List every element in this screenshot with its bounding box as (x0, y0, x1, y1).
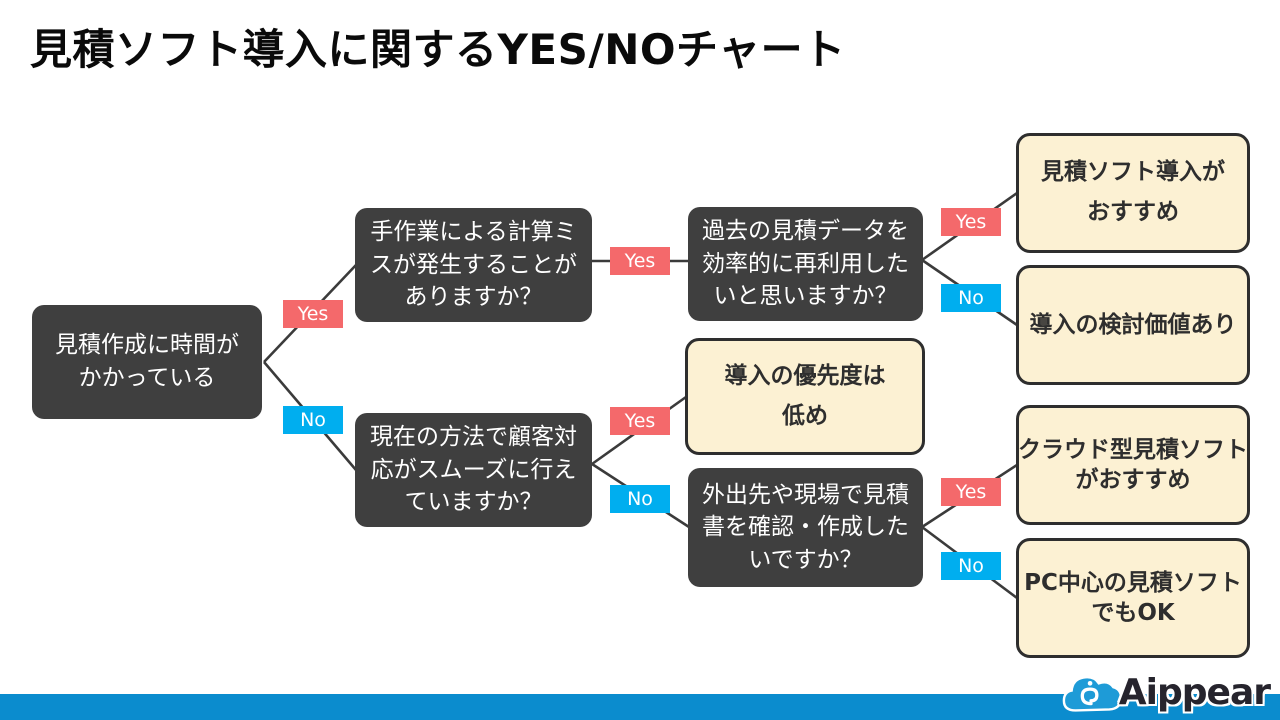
yes-badge: Yes (610, 247, 670, 275)
brand-name: Aippear (1118, 672, 1271, 713)
question-text: 過去の見積データを (702, 218, 909, 245)
question-box-customer-response: 現在の方法で顧客対 応がスムーズに行え ていますか？ (355, 413, 592, 527)
yes-badge: Yes (941, 208, 1001, 236)
outcome-text: 導入の優先度は (724, 362, 886, 389)
outcome-box-low-priority: 導入の優先度は 低め (685, 338, 925, 455)
no-badge: No (610, 485, 670, 513)
outcome-text: でもOK (1091, 600, 1175, 626)
question-text: ていますか？ (404, 489, 543, 516)
yes-badge: Yes (610, 407, 670, 435)
question-box-estimate-time: 見積作成に時間が かかっている (32, 305, 262, 419)
outcome-box-worth-considering: 導入の検討価値あり (1016, 265, 1250, 385)
outcome-text: がおすすめ (1075, 467, 1191, 493)
question-box-reuse-data: 過去の見積データを 効率的に再利用した いと思いますか？ (688, 207, 923, 321)
outcome-box-pc-ok: PC中心の見積ソフト でもOK (1016, 538, 1250, 658)
question-text: 書を確認・作成した (702, 514, 909, 541)
outcome-text: 低め (782, 402, 828, 429)
no-badge: No (941, 552, 1001, 580)
question-box-calc-mistakes: 手作業による計算ミ スが発生することが ありますか？ (355, 208, 592, 322)
yes-badge: Yes (283, 300, 343, 328)
outcome-text: 導入の検討価値あり (1029, 311, 1237, 338)
brand-logo: Aippear (1061, 671, 1271, 715)
page-title: 見積ソフト導入に関するYES/NOチャート (30, 25, 846, 74)
question-text: かかっている (78, 365, 216, 391)
outcome-text: クラウド型見積ソフト (1018, 436, 1248, 463)
question-text: 応がスムーズに行え (370, 456, 577, 483)
no-badge: No (283, 406, 343, 434)
no-badge: No (941, 284, 1001, 312)
question-text: ありますか？ (404, 284, 543, 311)
outcome-text: 見積ソフト導入が (1041, 159, 1225, 186)
question-box-onsite: 外出先や現場で見積 書を確認・作成した いですか？ (688, 468, 923, 587)
question-text: 手作業による計算ミ (370, 219, 577, 246)
question-text: いと思いますか？ (713, 283, 898, 310)
cloud-icon (1062, 675, 1123, 712)
outcome-box-cloud: クラウド型見積ソフト がおすすめ (1016, 405, 1250, 525)
question-text: 見積作成に時間が (55, 332, 239, 359)
question-text: 効率的に再利用した (702, 250, 909, 277)
question-text: いですか？ (748, 546, 863, 573)
question-text: 外出先や現場で見積 (702, 481, 909, 508)
outcome-text: おすすめ (1087, 199, 1179, 225)
outcome-text: PC中心の見積ソフト (1024, 569, 1242, 596)
question-text: 現在の方法で顧客対 (370, 424, 577, 451)
yes-badge: Yes (941, 478, 1001, 506)
outcome-box-recommend: 見積ソフト導入が おすすめ (1016, 133, 1250, 253)
question-text: スが発生することが (370, 251, 577, 278)
